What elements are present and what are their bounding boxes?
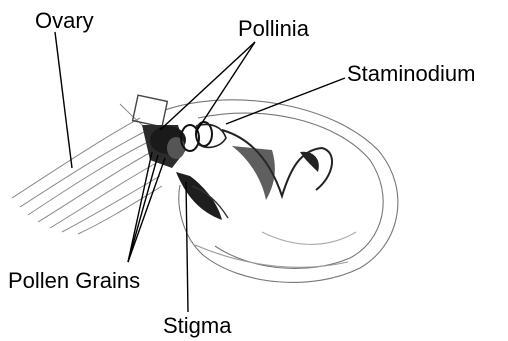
label-pollen-grains: Pollen Grains (8, 270, 140, 292)
label-staminodium: Staminodium (347, 63, 475, 85)
stigma-leader (186, 182, 188, 312)
stigma-sketch (176, 172, 228, 220)
pollen-grains-leader-3 (128, 158, 165, 262)
ovary-leader (55, 32, 72, 168)
pollen-grains-leader-1 (128, 152, 152, 262)
label-pollinia: Pollinia (238, 18, 309, 40)
ovary-sketch (12, 104, 162, 234)
pollinia-leader-2 (196, 42, 255, 132)
staminodium-sketch (222, 130, 332, 200)
label-ovary: Ovary (35, 10, 94, 32)
pollinia-leader-1 (160, 42, 255, 130)
label-stigma: Stigma (163, 315, 231, 337)
